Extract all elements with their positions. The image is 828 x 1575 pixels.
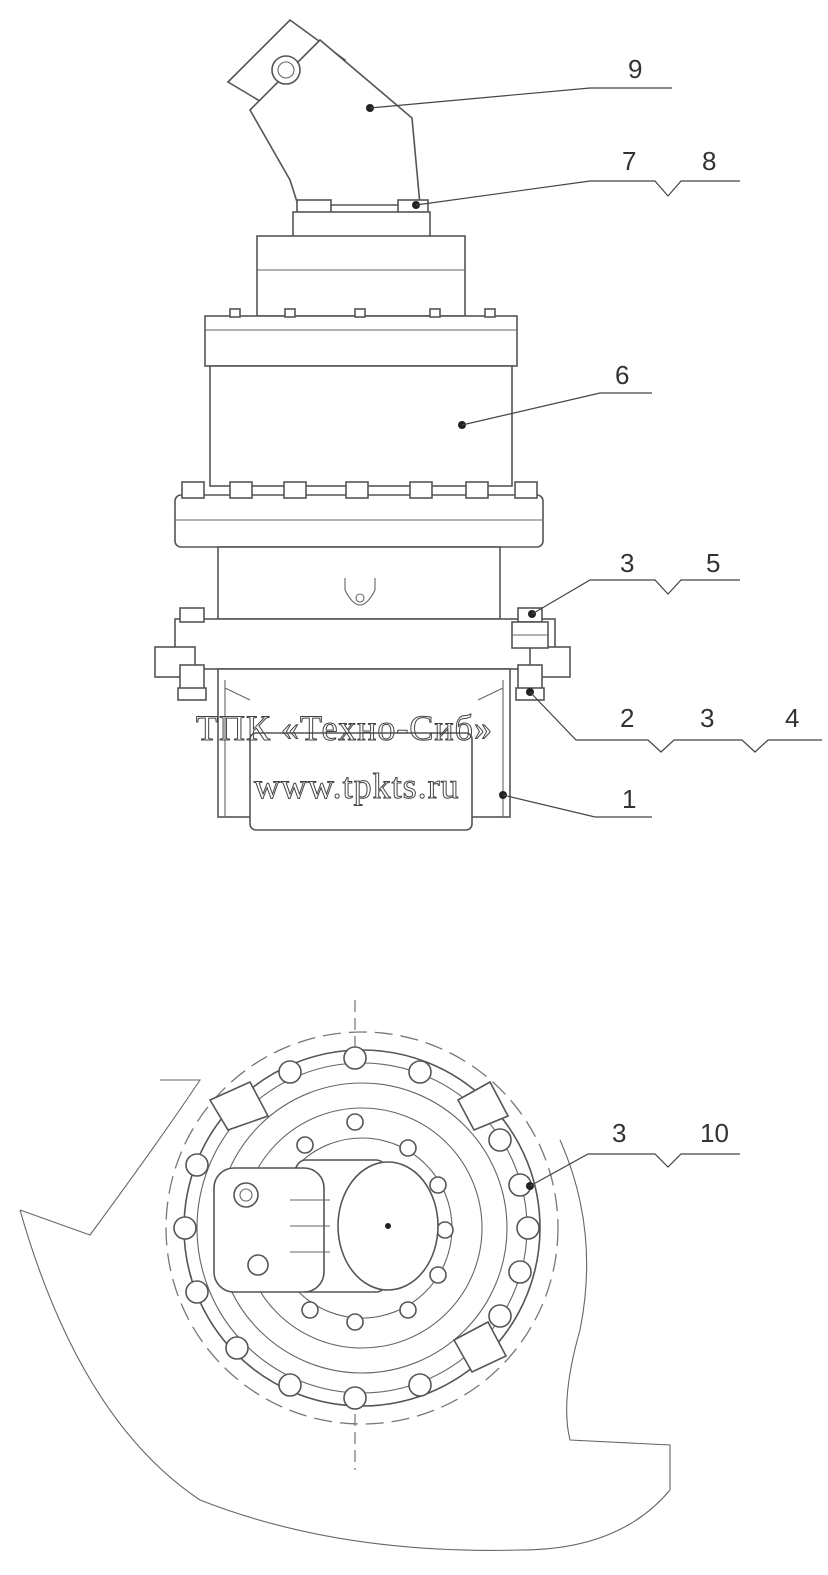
inner-bolt-ring xyxy=(266,1113,454,1331)
callout-label-1: 1 xyxy=(622,784,636,814)
callout-6: 6 xyxy=(458,360,652,429)
callout-label-7: 7 xyxy=(622,146,636,176)
motor-top xyxy=(213,1159,439,1293)
callout-label-5: 5 xyxy=(706,548,720,578)
callout-label-9: 9 xyxy=(628,54,642,84)
side-view xyxy=(154,18,571,831)
watermark-url: www.tpkts.ru xyxy=(254,766,460,806)
callout-7-8: 7 8 xyxy=(412,146,740,209)
watermark-company: ТПК «Техно-Сиб» xyxy=(196,708,493,748)
callout-2-3-4: 2 3 4 xyxy=(526,688,822,753)
callout-label-3-middle: 3 xyxy=(700,703,714,733)
callout-label-2: 2 xyxy=(620,703,634,733)
callout-label-3-lower: 3 xyxy=(612,1118,626,1148)
reducer-housing xyxy=(174,365,544,620)
top-view xyxy=(19,1000,671,1551)
callout-label-4: 4 xyxy=(785,703,799,733)
callout-label-6: 6 xyxy=(615,360,629,390)
callout-3-5: 3 5 xyxy=(528,548,740,618)
frame-outline xyxy=(19,1079,671,1551)
callout-9: 9 xyxy=(366,54,672,112)
mounting-flange xyxy=(154,607,571,701)
callout-3-10: 3 10 xyxy=(526,1118,740,1190)
callout-1: 1 xyxy=(499,784,652,818)
callout-label-10: 10 xyxy=(700,1118,729,1148)
callout-label-8: 8 xyxy=(702,146,716,176)
hydraulic-motor xyxy=(226,18,431,238)
callout-label-3-upper: 3 xyxy=(620,548,634,578)
reducer-upper-body xyxy=(204,235,518,367)
outer-bolt-ring xyxy=(173,1046,540,1410)
